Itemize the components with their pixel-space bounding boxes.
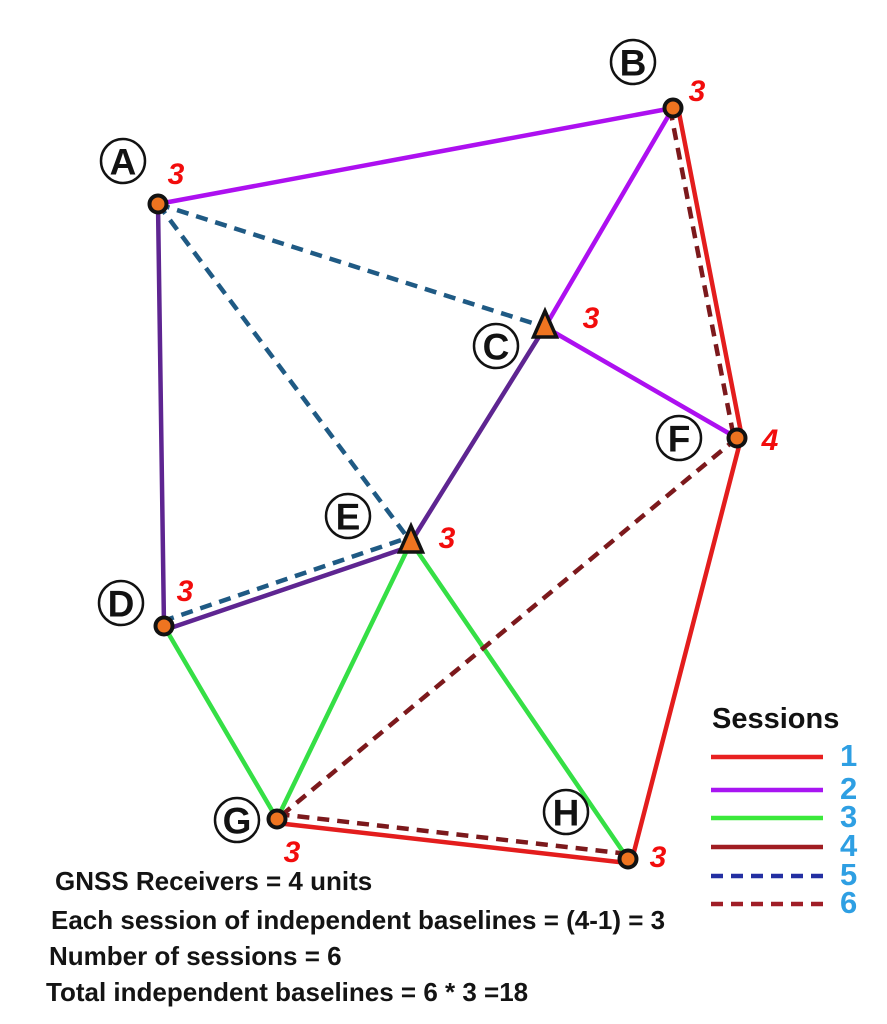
edge-D-E-session-5 — [161, 535, 411, 624]
node-B-label-circle — [609, 38, 657, 86]
edge-B-F-session-1 — [675, 104, 745, 440]
node-E-triangle-marker — [396, 521, 426, 554]
node-E-count: 3 — [439, 522, 456, 555]
node-C-label-circle — [472, 322, 520, 370]
edge-E-G-session-3 — [274, 539, 414, 822]
edge-B-F-session-6 — [667, 108, 737, 439]
node-F-label-circle — [655, 414, 703, 462]
legend-number-3: 3 — [840, 799, 857, 834]
legend-number-5: 5 — [840, 857, 857, 892]
node-E-label-circle — [324, 492, 372, 540]
node-H-label-circle — [542, 788, 590, 836]
node-C-label: C — [483, 326, 510, 367]
node-A-count: 3 — [168, 158, 185, 191]
node-H-dot-marker — [617, 848, 639, 870]
edge-C-F-session-2 — [542, 324, 740, 441]
edge-F-H-session-1 — [629, 436, 744, 863]
edge-E-H-session-3 — [408, 539, 631, 862]
node-G-label-circle — [213, 796, 261, 844]
edge-C-E-session-4 — [408, 324, 548, 545]
edge-B-C-session-2 — [542, 105, 676, 330]
edge-A-D-session-4 — [155, 201, 167, 629]
node-C-count: 3 — [583, 302, 600, 335]
node-H-count: 3 — [650, 841, 667, 874]
node-G-label: G — [223, 800, 252, 841]
node-D-label-circle — [97, 579, 145, 627]
legend-title: Sessions — [712, 703, 839, 735]
legend-number-1: 1 — [840, 738, 857, 773]
legend-number-6: 6 — [840, 885, 857, 920]
node-C-triangle-marker — [530, 306, 560, 339]
edge-A-C-session-5 — [157, 201, 546, 330]
node-D-count: 3 — [177, 575, 194, 608]
node-H-label: H — [553, 792, 580, 833]
node-F-dot-marker — [726, 427, 748, 449]
edge-G-H-session-1 — [274, 820, 630, 866]
edge-D-E-session-4 — [163, 543, 415, 633]
edge-A-E-session-5 — [156, 202, 413, 544]
node-D-dot-marker — [153, 615, 175, 637]
node-A-dot-marker — [147, 193, 169, 215]
node-G-count: 3 — [284, 836, 301, 869]
legend-number-2: 2 — [840, 771, 857, 806]
edge-D-G-session-3 — [161, 623, 280, 822]
node-B-dot-marker — [662, 97, 684, 119]
legend-number-4: 4 — [840, 828, 858, 863]
node-D-label: D — [108, 583, 135, 624]
edge-A-B-session-2 — [155, 105, 676, 207]
node-F-label: F — [668, 418, 691, 459]
node-G-dot-marker — [266, 808, 288, 830]
node-F-count: 4 — [761, 424, 779, 457]
node-B-label: B — [620, 42, 647, 83]
node-E-label: E — [336, 496, 361, 537]
node-A-label-circle — [99, 137, 147, 185]
node-A-label: A — [110, 141, 137, 182]
node-B-count: 3 — [689, 75, 706, 108]
